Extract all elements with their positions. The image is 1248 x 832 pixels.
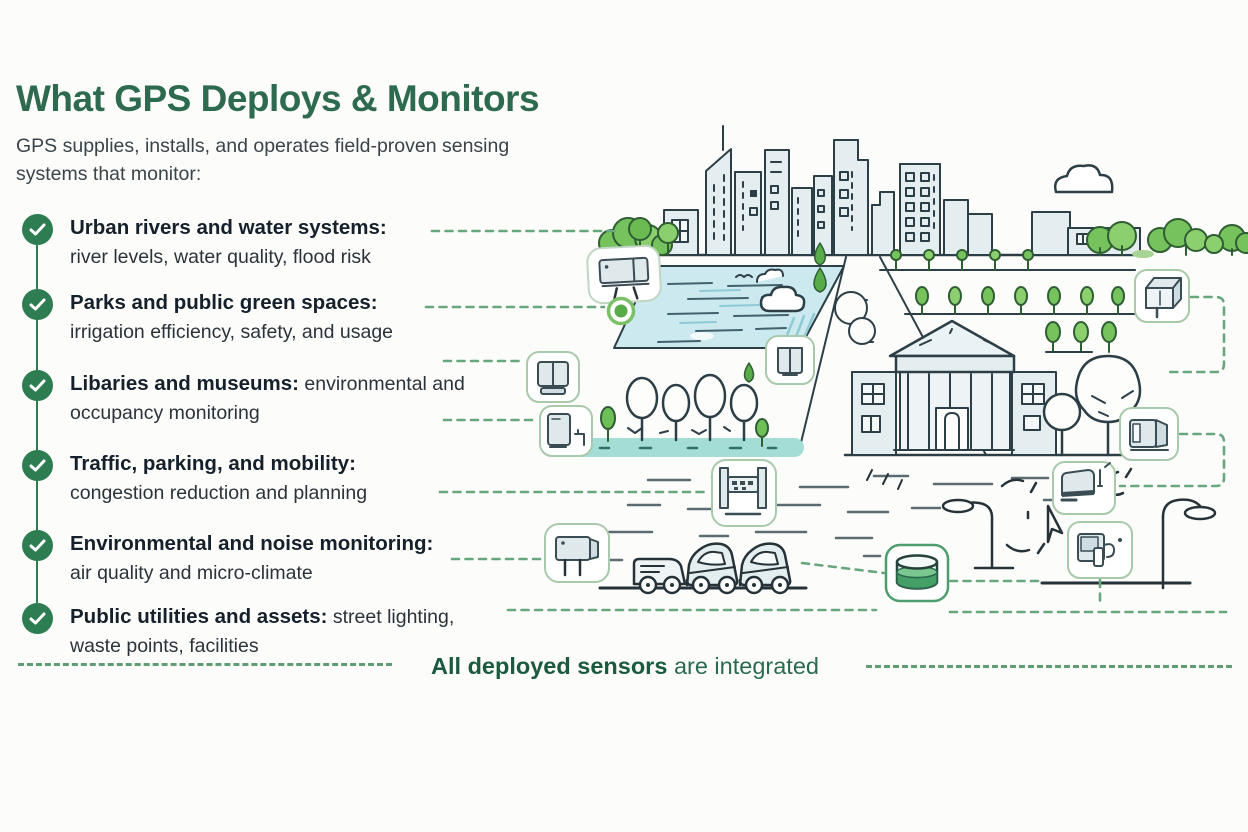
utility-plug-sensor-icon	[1067, 521, 1133, 579]
check-icon	[22, 530, 53, 561]
waste-level-sensor-icon	[884, 543, 950, 603]
item-label: Libaries and museums:	[70, 372, 299, 395]
footer-highlight: All deployed sensors	[431, 653, 668, 679]
page-title: What GPS Deploys & Monitors	[16, 78, 540, 119]
leaf-drop-icon	[814, 242, 826, 266]
water-level-sensor-icon	[586, 244, 662, 305]
dashed-connectors	[424, 229, 1228, 614]
cloud-icon	[1053, 164, 1114, 194]
item-label: Traffic, parking, and mobility:	[70, 452, 356, 475]
check-icon	[22, 603, 53, 634]
cube-sensor-icon	[1134, 269, 1190, 323]
checklist-item-environment: Environmental and noise monitoring: air …	[0, 529, 500, 588]
car	[738, 542, 792, 595]
city-illustration	[424, 125, 1248, 614]
footer-dashed-line-left	[18, 663, 392, 666]
park-trees	[574, 373, 804, 457]
trailer	[632, 557, 687, 595]
tree-cluster-right	[1086, 218, 1248, 258]
footer-note: All deployed sensors are integrated	[388, 653, 862, 680]
item-description: environmental and occupancy monitoring	[70, 373, 465, 424]
street-lamp-icon	[941, 498, 1015, 570]
check-icon	[22, 370, 53, 401]
museum-building	[843, 319, 1140, 457]
vehicles	[598, 542, 808, 595]
target-ring-icon	[606, 296, 636, 326]
car	[685, 542, 739, 595]
occupancy-sensor-icon	[526, 351, 580, 403]
footer-dashed-line-right	[866, 665, 1232, 668]
footer-rest: are integrated	[673, 653, 819, 679]
item-description: river levels, water quality, flood risk	[70, 246, 371, 268]
page-subtitle: GPS supplies, installs, and operates fie…	[16, 135, 510, 185]
traffic-gantry-sensor-icon	[711, 459, 777, 527]
entry-sensor-icon	[539, 405, 593, 457]
rain-gauge-sensor-icon	[765, 335, 815, 385]
leaf-drop-icon	[813, 267, 827, 293]
round-trees	[1042, 354, 1142, 457]
checklist-item-parks: Parks and public green spaces: irrigatio…	[0, 288, 500, 347]
item-description: street lighting, waste points, facilitie…	[70, 606, 455, 657]
item-description: air quality and micro-climate	[70, 562, 313, 584]
air-quality-sensor-icon	[544, 523, 610, 583]
item-label: Environmental and noise monitoring:	[70, 532, 434, 555]
check-icon	[22, 214, 53, 245]
leaf-drop-icon	[743, 362, 755, 383]
parking-sensor-icon	[1052, 461, 1116, 515]
item-description: irrigation efficiency, safety, and usage	[70, 321, 394, 343]
item-label: Urban rivers and water systems:	[70, 216, 387, 239]
street-lamp-icon	[1040, 498, 1217, 590]
speed-dashes	[596, 474, 1058, 564]
check-icon	[22, 450, 53, 481]
checklist-connector-line	[36, 232, 38, 616]
check-icon	[22, 289, 53, 320]
checklist-item-libraries: Libaries and museums: environmental and …	[0, 369, 500, 428]
building-sensor-icon	[1119, 407, 1179, 461]
street-tree-rows	[879, 249, 1139, 353]
checklist-item-traffic: Traffic, parking, and mobility: congesti…	[0, 449, 500, 508]
checklist-item-utilities: Public utilities and assets: street ligh…	[0, 602, 500, 661]
checklist-item-rivers: Urban rivers and water systems: river le…	[0, 213, 500, 272]
item-label: Public utilities and assets:	[70, 605, 328, 628]
item-description: congestion reduction and planning	[70, 482, 368, 504]
item-label: Parks and public green spaces:	[70, 291, 378, 314]
